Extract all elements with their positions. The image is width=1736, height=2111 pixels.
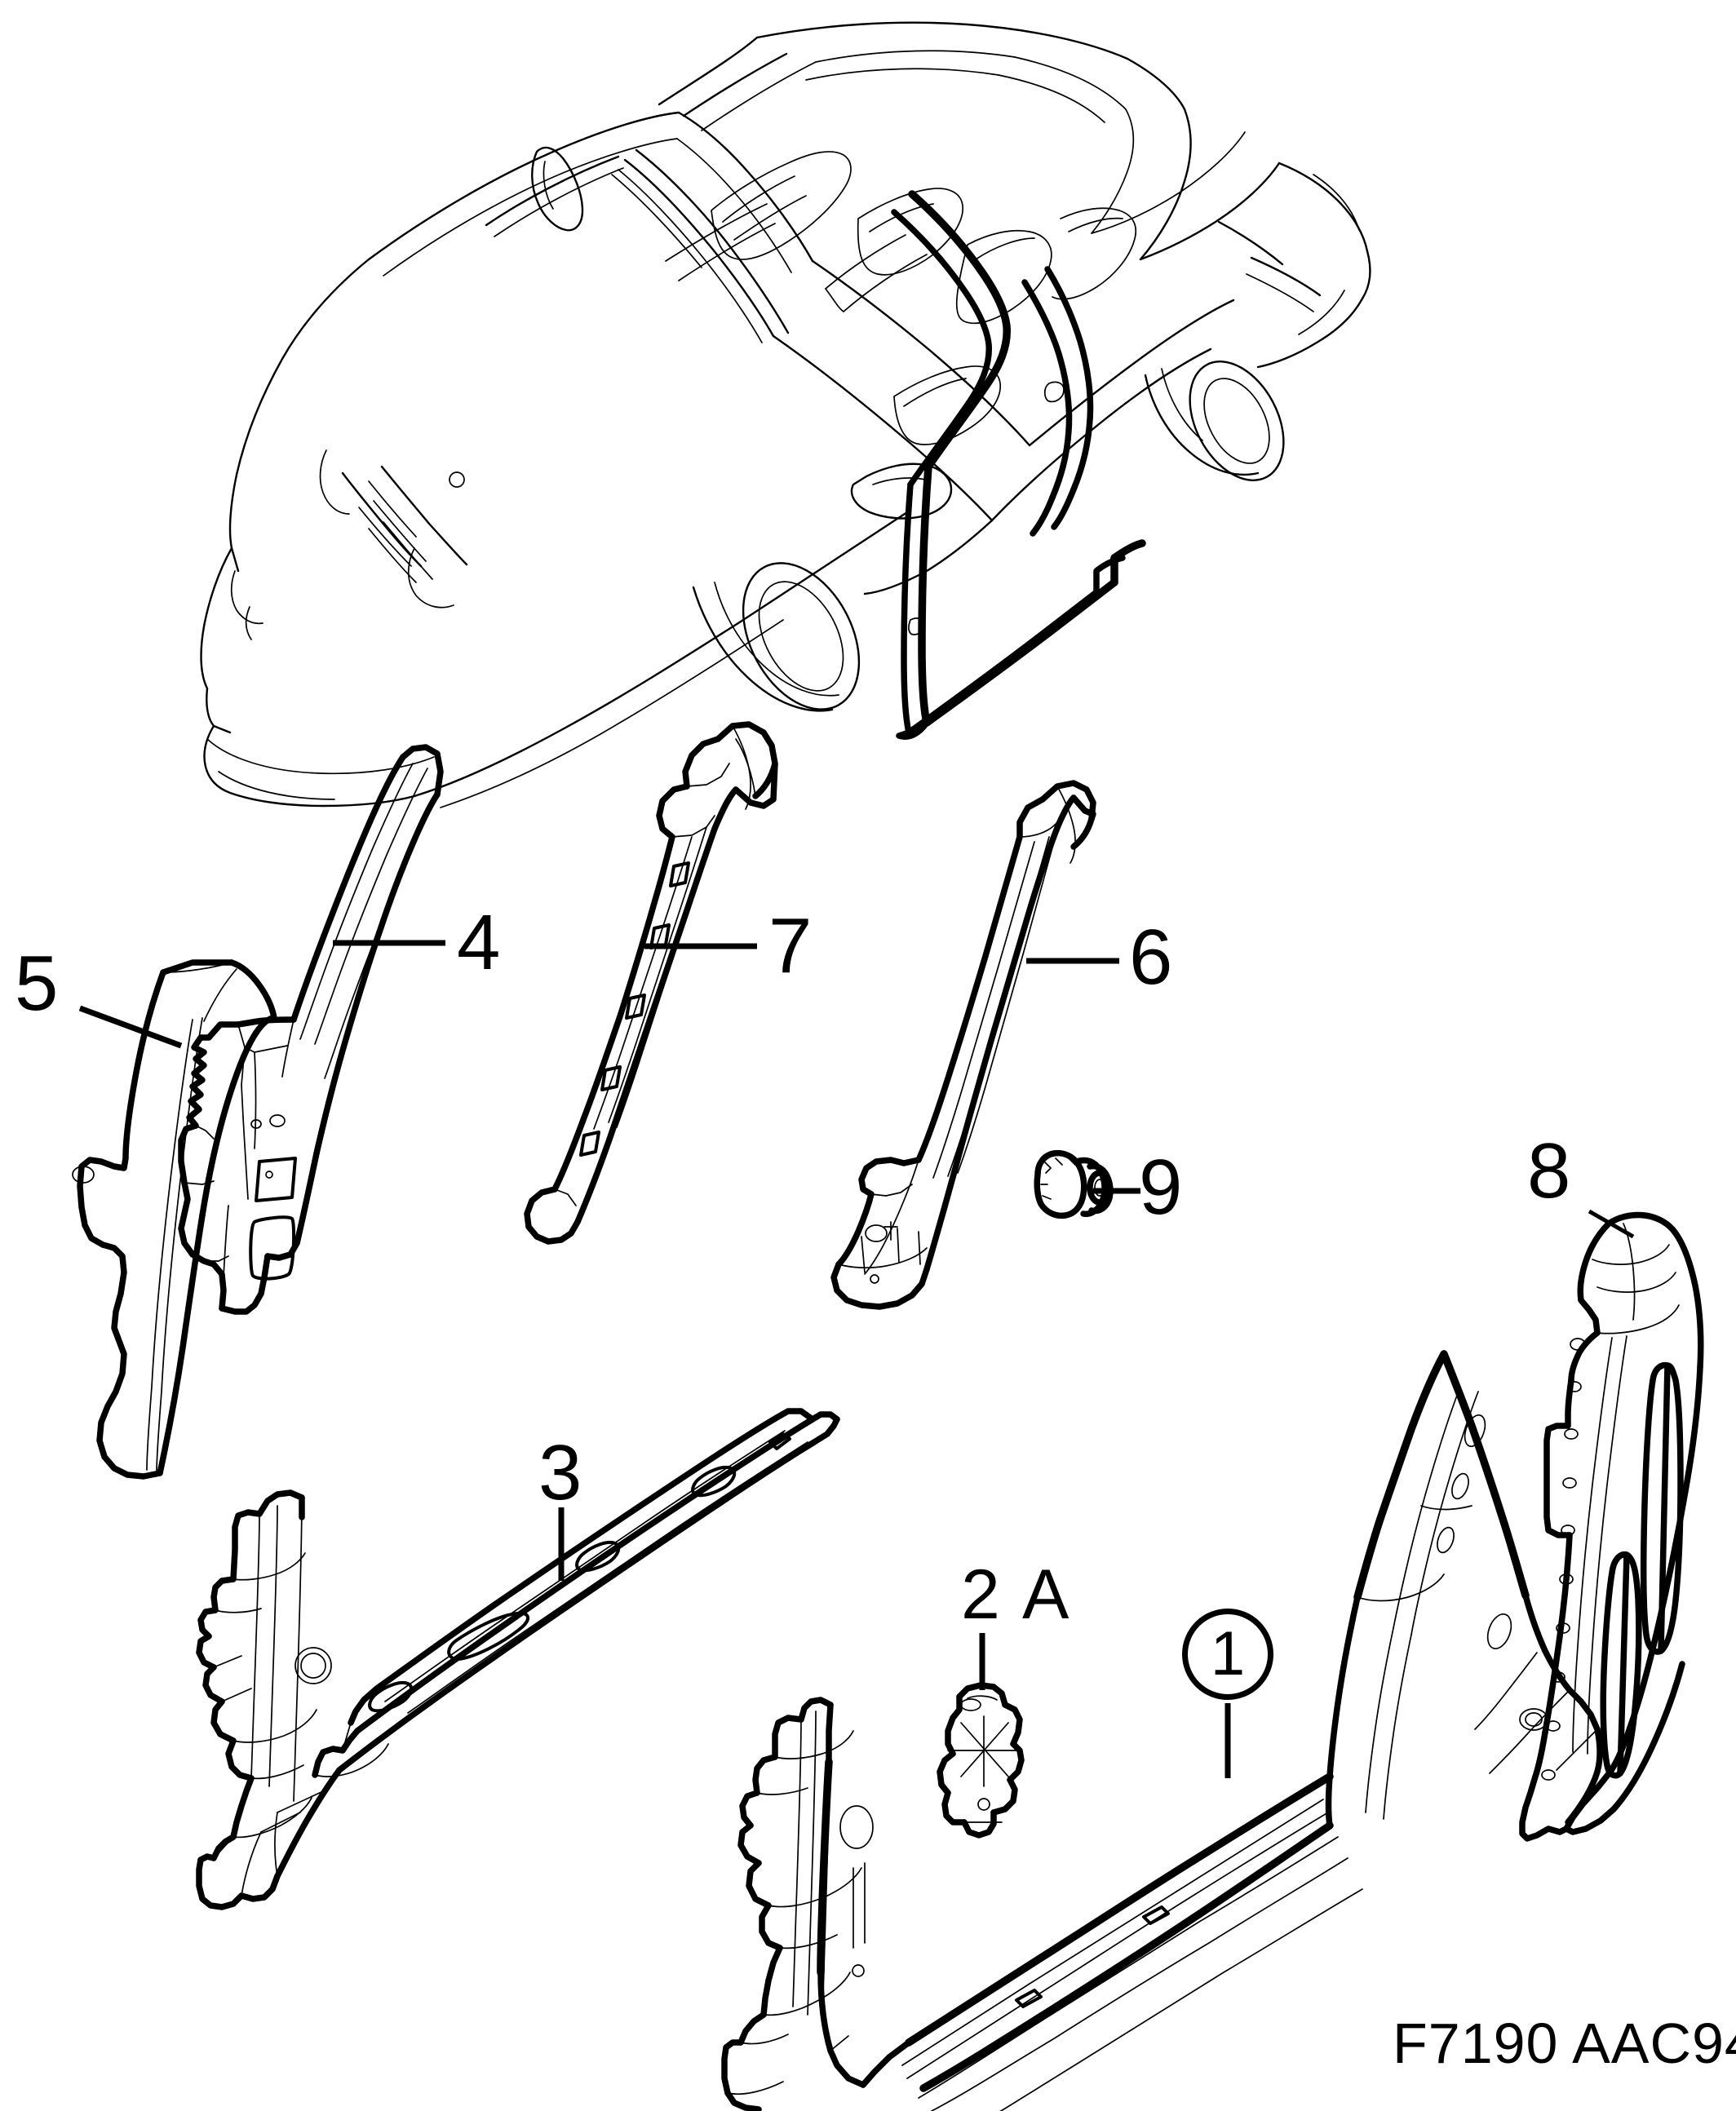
- part-4-a-pillar-reinforcement: [178, 744, 444, 1315]
- callout-label-6: 6: [1129, 914, 1173, 1001]
- callout-label-7: 7: [768, 902, 813, 989]
- part-9-grommet-plug: [1034, 1149, 1114, 1219]
- callout-leader-lines: [78, 940, 1635, 1778]
- part-1-outer-sill-assembly: [721, 1350, 1603, 2111]
- figure-code-label: F7190 AAC94: [1393, 2011, 1736, 2075]
- part-8-rear-arch-reinforcement: [1519, 1211, 1704, 1842]
- callout-label-5: 5: [15, 940, 59, 1027]
- callout-label-8: 8: [1527, 1127, 1571, 1215]
- car-illustration: [200, 21, 1371, 808]
- callout-label-9: 9: [1139, 1144, 1183, 1231]
- callout-label-2a: 2 A: [961, 1556, 1073, 1634]
- part-6-b-pillar-reinforcement: [830, 780, 1096, 1310]
- part-3-inner-sill-reinforcement: [196, 1408, 840, 1910]
- callout-label-3: 3: [538, 1429, 582, 1516]
- callout-label-1: 1: [1182, 1609, 1273, 1700]
- part-2a-anchor-bracket: [937, 1682, 1025, 1839]
- callout-label-4: 4: [457, 899, 501, 986]
- part-5-pillar-cover: [72, 959, 277, 1480]
- part-7-windscreen-pillar-reinforcement: [524, 721, 778, 1245]
